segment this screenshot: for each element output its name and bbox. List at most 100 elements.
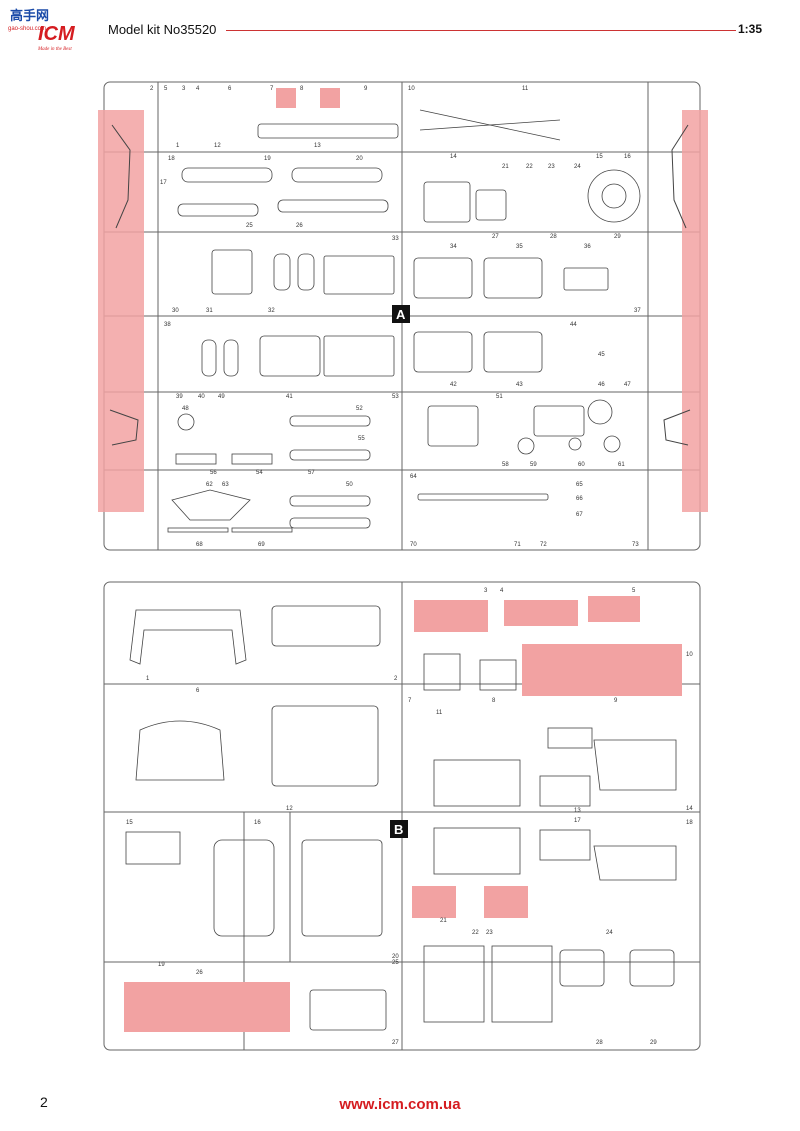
part-number: 66	[576, 496, 583, 502]
part-number: 14	[686, 806, 693, 812]
part-number: 72	[540, 542, 547, 548]
part-number: 23	[548, 164, 555, 170]
header-divider	[226, 30, 736, 31]
logo-tagline: Made in the Best	[37, 47, 72, 52]
part-number: 46	[598, 382, 605, 388]
part-number: 29	[614, 234, 621, 240]
part-number: 34	[450, 244, 457, 250]
part-number: 73	[632, 542, 639, 548]
part-number: 17	[574, 818, 581, 824]
part-number: 15	[596, 154, 603, 160]
part-number: 9	[364, 86, 368, 92]
part-number: 52	[356, 406, 363, 412]
part-number: 23	[486, 930, 493, 936]
part-number: 11	[522, 86, 529, 92]
part-number: 60	[578, 462, 585, 468]
part-number: 35	[516, 244, 523, 250]
part-number: 71	[514, 542, 521, 548]
highlight-part-5	[588, 596, 640, 622]
logo-cn: 高手网	[10, 8, 49, 24]
part-number: 19	[264, 156, 271, 162]
part-number: 17	[160, 180, 167, 186]
part-number: 45	[598, 352, 605, 358]
part-number: 20	[392, 954, 399, 960]
part-number: 3	[484, 588, 488, 594]
frame-b-highlights	[124, 596, 682, 1032]
part-number: 7	[408, 698, 412, 704]
frame-a-part-numbers: 1 2 3 4 5 6 7 8 9 10 11 12 13 14 15 16 1…	[150, 86, 641, 548]
part-number: 1	[176, 143, 180, 149]
part-number: 50	[346, 482, 353, 488]
part-number: 2	[394, 676, 398, 682]
part-number: 4	[500, 588, 504, 594]
part-number: 10	[686, 652, 693, 658]
part-number: 10	[408, 86, 415, 92]
part-number: 67	[576, 512, 583, 518]
part-number: 51	[496, 394, 503, 400]
page-number: 2	[40, 1094, 48, 1110]
part-number: 26	[296, 223, 303, 229]
frame-a-right-rail	[663, 110, 708, 512]
part-number: 21	[440, 918, 447, 924]
frame-b-badge	[390, 820, 408, 838]
part-number: 48	[182, 406, 189, 412]
part-number: 12	[214, 143, 221, 149]
part-number: 56	[210, 470, 217, 476]
part-number: 64	[410, 474, 417, 480]
part-number: 1	[146, 676, 150, 682]
part-number: 18	[686, 820, 693, 826]
part-number: 19	[158, 962, 165, 968]
part-number: 62	[206, 482, 213, 488]
part-number: 18	[168, 156, 175, 162]
highlight-part-21a	[412, 886, 456, 918]
part-number: 6	[228, 86, 232, 92]
part-number: 16	[624, 154, 631, 160]
model-title: Model kit No35520	[108, 22, 217, 37]
highlight-part-10	[656, 644, 680, 668]
part-number: 13	[314, 143, 321, 149]
part-number: 6	[196, 688, 200, 694]
scale-label: 1:35	[738, 22, 763, 36]
part-number: 37	[634, 308, 641, 314]
part-number: 32	[268, 308, 275, 314]
part-number: 8	[300, 86, 304, 92]
highlight-part-9	[522, 644, 682, 696]
frame-b-parts	[125, 605, 677, 1031]
part-number: 11	[436, 710, 443, 716]
part-number: 5	[164, 86, 168, 92]
part-number: 4	[196, 86, 200, 92]
part-number: 13	[574, 808, 581, 814]
part-number: 47	[624, 382, 631, 388]
part-number: 30	[172, 308, 179, 314]
part-number: 12	[286, 806, 293, 812]
website-link[interactable]: www.icm.com.ua	[339, 1096, 461, 1113]
part-number: 20	[356, 156, 363, 162]
part-number: 63	[222, 482, 229, 488]
part-number: 21	[502, 164, 509, 170]
part-number: 15	[126, 820, 133, 826]
part-number: 41	[286, 394, 293, 400]
highlight-part-4	[504, 600, 578, 626]
part-number: 26	[196, 970, 203, 976]
part-number: 49	[218, 394, 225, 400]
part-number: 54	[256, 470, 263, 476]
part-number: 58	[502, 462, 509, 468]
frame-a-label: A	[396, 307, 406, 322]
part-number: 33	[392, 236, 399, 242]
frame-a-parts	[167, 109, 641, 533]
part-number: 38	[164, 322, 171, 328]
part-number: 22	[472, 930, 479, 936]
part-number: 28	[550, 234, 557, 240]
part-number: 42	[450, 382, 457, 388]
part-number: 57	[308, 470, 315, 476]
part-number: 39	[176, 394, 183, 400]
part-number: 44	[570, 322, 577, 328]
part-number: 24	[574, 164, 581, 170]
logo-brand: ICM	[38, 23, 76, 45]
icm-logo: 高手网 ICM gao-shou.com Made in the Best	[8, 8, 76, 52]
part-number: 2	[150, 86, 154, 92]
part-number: 25	[246, 223, 253, 229]
frame-a-badge	[392, 305, 410, 323]
part-number: 25	[392, 960, 399, 966]
